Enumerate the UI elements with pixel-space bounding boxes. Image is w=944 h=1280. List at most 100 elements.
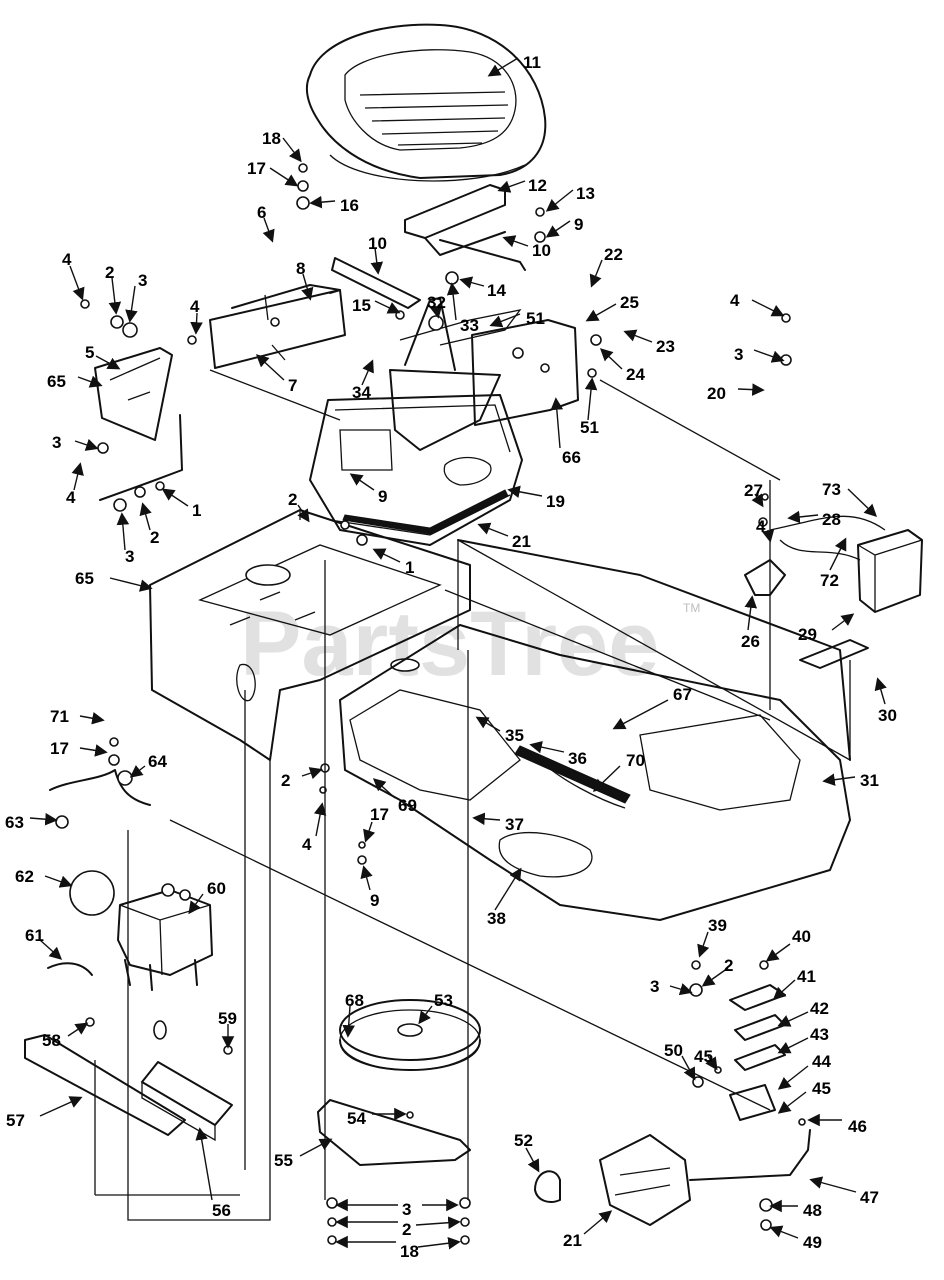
callout-leader-arrow [269, 167, 299, 187]
callout-leader-arrow [372, 778, 396, 799]
callout-number: 45 [812, 1079, 831, 1098]
callout-leader-arrow [583, 1210, 613, 1235]
left-side-panel [209, 284, 346, 369]
callout-4: 4 [62, 250, 85, 301]
callout-55: 55 [274, 1138, 333, 1170]
callout-70: 70 [592, 751, 645, 792]
callout-leader-arrow [77, 375, 103, 388]
callout-leader-arrow [744, 595, 758, 631]
callout-42: 42 [777, 999, 829, 1027]
callout-43: 43 [777, 1025, 829, 1054]
callout-35: 35 [475, 716, 524, 745]
callout-1: 1 [372, 548, 414, 577]
callout-leader-arrow [109, 577, 153, 592]
callout-leader-arrow [372, 548, 401, 563]
callout-50: 50 [664, 1041, 696, 1081]
callout-leader-arrow [487, 57, 519, 77]
callout-number: 4 [302, 835, 312, 854]
callout-leader-arrow [79, 712, 105, 725]
callout-leader-arrow [761, 529, 775, 543]
callout-59: 59 [218, 1009, 237, 1049]
callout-2: 2 [139, 502, 159, 547]
idler-bracket [317, 1099, 471, 1166]
callout-leader-arrow [777, 1011, 809, 1027]
callout-number: 29 [798, 625, 817, 644]
callout-31: 31 [822, 771, 879, 790]
callout-number: 8 [296, 259, 305, 278]
callout-number: 45 [694, 1047, 713, 1066]
transaxle-gearbox [117, 883, 213, 991]
callout-65: 65 [75, 569, 153, 592]
callout-11: 11 [487, 53, 541, 77]
callout-leader-arrow [417, 1236, 461, 1250]
callout-number: 14 [487, 281, 506, 300]
callout-4: 4 [756, 517, 775, 543]
callout-15: 15 [352, 296, 401, 315]
callout-number: 3 [125, 547, 134, 566]
callout-49: 49 [769, 1225, 822, 1252]
callout-13: 13 [545, 184, 595, 212]
callout-number: 36 [568, 749, 587, 768]
callout-number: 17 [50, 739, 69, 758]
battery-assembly [744, 515, 923, 669]
callout-number: 64 [148, 752, 167, 771]
callout-20: 20 [707, 383, 765, 403]
callout-number: 59 [218, 1009, 237, 1028]
callout-number: 66 [562, 448, 581, 467]
callout-65: 65 [47, 372, 103, 391]
callout-leader-arrow [874, 677, 887, 705]
callout-leader-arrow [751, 299, 785, 317]
callout-leader-arrow [44, 875, 73, 888]
callout-number: 7 [288, 376, 297, 395]
callout-3: 3 [52, 433, 99, 452]
callout-number: 2 [150, 528, 159, 547]
callout-24: 24 [599, 348, 645, 384]
callout-21: 21 [477, 522, 531, 551]
watermark: PartsTree TM [240, 593, 700, 695]
callout-leader-arrow [370, 247, 384, 275]
callout-number: 67 [673, 685, 692, 704]
callout-number: 60 [207, 879, 226, 898]
callout-number: 50 [664, 1041, 683, 1060]
callout-leader-arrow [39, 939, 63, 960]
callout-number: 3 [138, 271, 147, 290]
callout-9: 9 [360, 865, 379, 910]
callout-69: 69 [372, 778, 417, 815]
callout-7: 7 [255, 354, 297, 395]
callout-67: 67 [612, 685, 692, 730]
callout-number: 34 [352, 383, 371, 402]
callout-leader-arrow [669, 983, 693, 996]
callout-leader-arrow [299, 1138, 333, 1157]
callout-9: 9 [545, 215, 583, 238]
callout-leader-arrow [765, 943, 791, 962]
callout-33: 33 [446, 282, 479, 335]
callout-51: 51 [580, 377, 599, 437]
callout-leader-arrow [195, 1127, 213, 1201]
callout-leader-arrow [592, 765, 621, 792]
callout-22: 22 [589, 245, 623, 288]
callout-64: 64 [129, 752, 167, 778]
callout-leader-arrow [188, 893, 204, 915]
callout-41: 41 [772, 967, 816, 1000]
callout-number: 71 [50, 707, 69, 726]
callout-32: 32 [427, 293, 446, 319]
callout-number: 19 [546, 492, 565, 511]
callout-leader-arrow [777, 1065, 809, 1090]
callout-leader-arrow [822, 773, 856, 786]
callout-number: 18 [400, 1242, 419, 1261]
callout-number: 52 [514, 1131, 533, 1150]
callout-23: 23 [623, 329, 675, 356]
callout-number: 37 [505, 815, 524, 834]
callout-number: 63 [5, 813, 24, 832]
callout-4: 4 [730, 291, 785, 317]
callout-number: 9 [370, 891, 379, 910]
callout-number: 9 [574, 215, 583, 234]
callout-28: 28 [787, 510, 841, 529]
callout-38: 38 [487, 867, 522, 928]
callout-51: 51 [489, 309, 545, 328]
callout-leader-arrow [459, 276, 485, 289]
callout-number: 62 [15, 867, 34, 886]
callout-number: 68 [345, 991, 364, 1010]
callout-34: 34 [352, 359, 374, 402]
